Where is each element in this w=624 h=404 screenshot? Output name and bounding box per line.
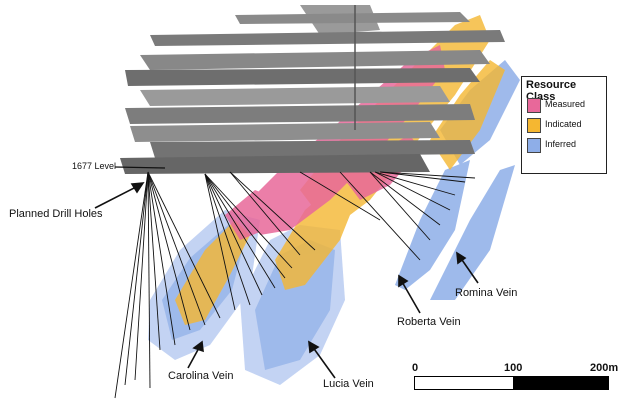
drill-hole — [147, 171, 161, 351]
legend-item-inferred: Inferred — [527, 136, 605, 154]
indicated-swatch — [527, 118, 541, 133]
arrow-romina — [459, 256, 479, 284]
drill-hole — [204, 173, 263, 296]
drill-hole — [369, 171, 431, 241]
drill-hole — [299, 171, 381, 221]
drill-hole — [379, 171, 466, 183]
label-arrows — [94, 166, 479, 379]
arrowhead-roberta — [398, 274, 409, 288]
indicated-carolina — [175, 220, 250, 325]
arrow-lucia — [311, 345, 336, 379]
legend-item-indicated: Indicated — [527, 116, 605, 134]
working-level-4 — [125, 68, 480, 86]
drill-hole — [204, 173, 276, 289]
romina-vein-label: Romina Vein — [455, 287, 518, 299]
scale-bar-black-segment — [513, 376, 609, 390]
legend-item-label: Measured — [545, 99, 586, 109]
working-level-5 — [140, 86, 450, 106]
drill-hole — [147, 171, 206, 326]
drill-hole — [114, 171, 149, 399]
resource-class-legend: Resource Class Measured Indicated Inferr… — [521, 76, 607, 174]
roberta-vein-label: Roberta Vein — [397, 316, 461, 328]
drill-hole — [134, 171, 149, 381]
drill-hole — [204, 173, 286, 279]
drill-hole — [147, 171, 176, 346]
arrow-roberta — [400, 279, 421, 314]
inferred-roberta — [395, 160, 470, 290]
carolina-vein-label: Carolina Vein — [168, 370, 234, 382]
drill-hole — [339, 171, 421, 261]
measured-swatch — [527, 98, 541, 113]
scale-tick-100: 100 — [504, 362, 523, 374]
legend-item-label: Inferred — [545, 139, 577, 149]
arrowhead-romina — [456, 251, 467, 265]
lucia-vein-label: Lucia Vein — [323, 378, 374, 390]
level-label: 1677 Level — [72, 161, 117, 171]
drill-hole — [369, 171, 441, 226]
drill-hole — [374, 171, 451, 211]
working-level-8 — [150, 140, 475, 158]
arrowhead-drill-holes — [130, 182, 145, 194]
drill-hole — [204, 173, 251, 306]
drill-hole — [147, 171, 151, 389]
arrow-drill-holes — [94, 184, 141, 209]
inferred-swatch — [527, 138, 541, 153]
drill-hole — [374, 171, 456, 196]
working-level-7 — [130, 122, 440, 142]
drill-hole — [124, 171, 149, 386]
drill-hole — [379, 171, 476, 179]
working-level-1677 — [120, 154, 430, 174]
arrow-level-line — [114, 166, 166, 169]
underground-workings — [120, 5, 505, 174]
arrowhead-carolina — [192, 340, 204, 353]
drill-hole — [204, 173, 293, 269]
legend-item-measured: Measured — [527, 96, 605, 114]
drill-hole — [229, 171, 316, 251]
inferred-romina — [430, 165, 515, 300]
working-level-3 — [140, 50, 490, 70]
drill-hole — [147, 171, 221, 319]
working-level-6 — [125, 104, 475, 124]
scale-bar-white-segment — [414, 376, 514, 390]
scale-tick-200: 200m — [590, 362, 619, 374]
drill-hole — [229, 171, 301, 256]
scale-tick-0: 0 — [412, 362, 419, 374]
legend-item-label: Indicated — [545, 119, 582, 129]
arrowhead-lucia — [308, 340, 320, 354]
planned-drill-holes — [114, 171, 476, 399]
measured-left — [225, 190, 280, 240]
inferred-lucia-inner — [255, 240, 335, 370]
working-level-1 — [235, 12, 470, 24]
working-level-2 — [150, 30, 505, 46]
drill-holes-label: Planned Drill Holes — [9, 208, 103, 220]
scale-bar — [414, 376, 610, 390]
drill-hole — [147, 171, 191, 331]
drill-hole — [204, 173, 236, 311]
